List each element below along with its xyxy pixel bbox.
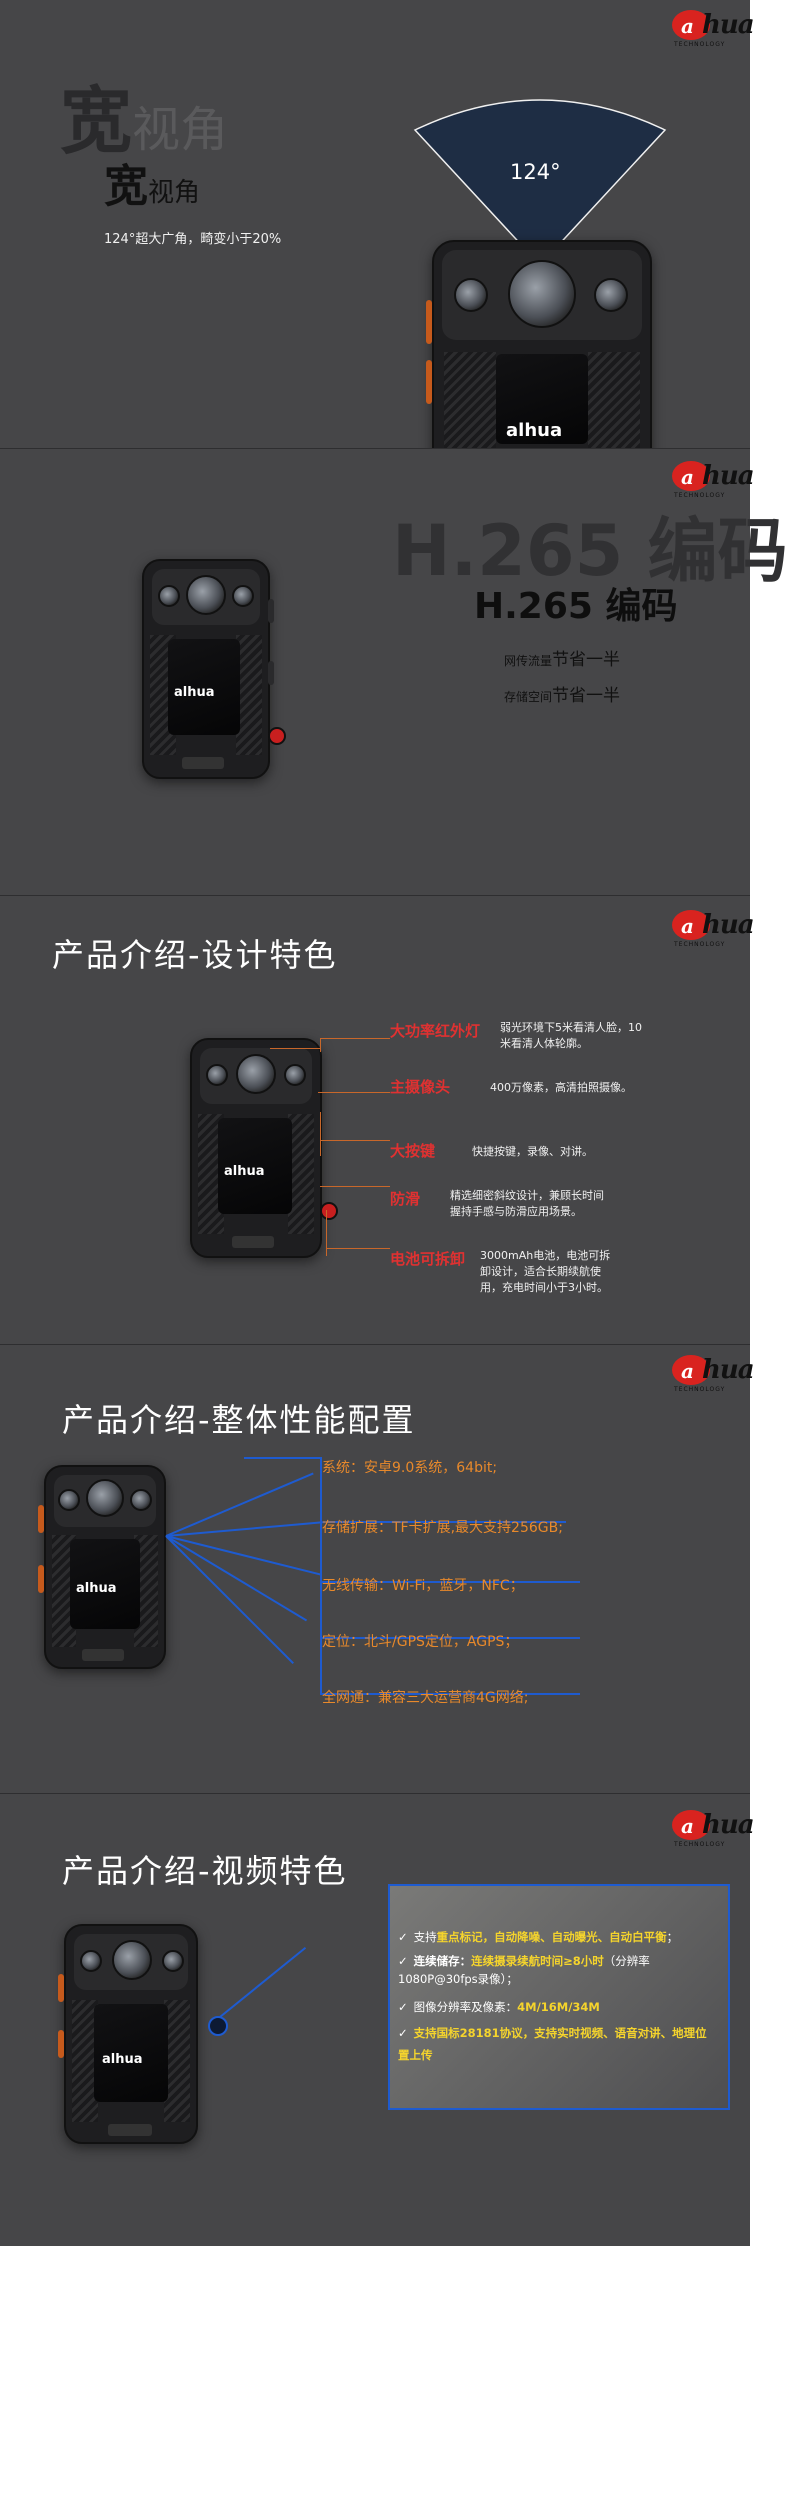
side-button [38,1505,44,1533]
spec-system: 系统：安卓9.0系统，64bit; [322,1460,498,1476]
saving-line-1: 网传流量节省一半 [504,650,621,670]
bg-title: H.265 编码 [392,510,788,592]
saving-line-2: 存储空间节省一半 [504,686,621,706]
feature-desc-battery: 3000mAh电池，电池可拆卸设计，适合长期续航使用，充电时间小于3小时。 [480,1249,611,1294]
belt-clip [0,1345,48,1359]
feature-desc-main-camera: 400万像素，高清拍照摄像。 [490,1081,632,1094]
section-title: 产品介绍-设计特色 [52,936,338,974]
feature-desc-anti-slip: 精选细密斜纹设计，兼顾长时间握持手感与防滑应用场景。 [450,1189,604,1218]
connector-dot [208,2016,228,2036]
feature-label-main-camera: 主摄像头 [390,1078,451,1096]
camera-device-image: alhua [432,240,652,484]
section-h265: a hua TECHNOLOGY H.265 编码 H.265 编码 网传流量节… [0,449,788,895]
bg-title: 宽视角 [60,79,229,163]
record-button [268,727,286,745]
side-button [426,300,432,344]
side-button [58,2030,64,2058]
section-performance: a hua TECHNOLOGY 产品介绍-整体性能配置 alhua 系统：安卓… [0,1345,755,1793]
section-title: 宽视角 [104,161,201,212]
spec-location: 定位：北斗/GPS定位，AGPS； [322,1634,519,1650]
section-title: 产品介绍-视频特色 [62,1852,348,1890]
camera-device-image: alhua [142,559,270,779]
section-design-features: a hua TECHNOLOGY 产品介绍-设计特色 alhua 大功率红外灯 … [0,896,755,1344]
section-description: 124°超大广角，畸变小于20% [104,232,282,247]
side-button [38,1565,44,1593]
video-feature-item: ✓支持国标28181协议，支持实时视频、语音对讲、地理位置上传 [398,2026,707,2062]
belt-clip [0,449,54,463]
belt-clip [0,1794,50,1810]
video-feature-item: ✓支持重点标记，自动降噪、自动曝光、自动白平衡； [398,1930,679,1944]
feature-desc-big-button: 快捷按键，录像、对讲。 [472,1145,593,1158]
dahua-logo: a hua TECHNOLOGY [672,910,755,948]
camera-device-image: alhua [44,1465,166,1669]
spec-network: 全网通：兼容三大运营商4G网络; [322,1690,529,1706]
side-button [268,661,274,685]
side-button [58,1974,64,2002]
video-feature-box: ✓支持重点标记，自动降噪、自动曝光、自动白平衡； ✓连续储存：连续摄录续航时间≥… [388,1884,730,2110]
belt-clip [0,896,54,910]
video-feature-item: ✓连续储存：连续摄录续航时间≥8小时（分辨率1080P@30fps录像）； [398,1954,650,1986]
section-title: 产品介绍-整体性能配置 [62,1401,416,1439]
video-feature-item: ✓图像分辨率及像素：4M/16M/34M [398,2000,600,2014]
feature-label-big-button: 大按键 [390,1142,436,1160]
record-button [320,1202,338,1220]
side-button [268,599,274,623]
dahua-logo: a hua TECHNOLOGY [672,10,755,48]
dahua-logo: a hua TECHNOLOGY [672,1810,755,1848]
dahua-logo: a hua TECHNOLOGY [672,1355,755,1393]
side-button [426,360,432,404]
feature-label-anti-slip: 防滑 [390,1190,421,1208]
camera-device-image: alhua [64,1924,198,2144]
viewing-angle-fan [413,99,667,267]
section-video-features: a hua TECHNOLOGY 产品介绍-视频特色 alhua ✓支持重点标记… [0,1794,755,2246]
angle-value: 124° [510,160,561,184]
section-title: H.265 编码 [474,586,678,627]
camera-device-image: alhua [190,1038,322,1258]
dahua-logo: a hua TECHNOLOGY [672,461,755,499]
spec-wireless: 无线传输：Wi-Fi，蓝牙，NFC； [322,1578,524,1594]
spec-storage: 存储扩展：TF卡扩展,最大支持256GB; [322,1520,563,1536]
feature-label-battery: 电池可拆卸 [390,1250,466,1268]
feature-label-ir-light: 大功率红外灯 [390,1022,481,1040]
feature-desc-ir-light: 弱光环境下5米看清人脸，10米看清人体轮廓。 [500,1021,642,1050]
section-wide-angle: a hua TECHNOLOGY 宽视角 宽视角 124°超大广角，畸变小于20… [0,0,755,484]
